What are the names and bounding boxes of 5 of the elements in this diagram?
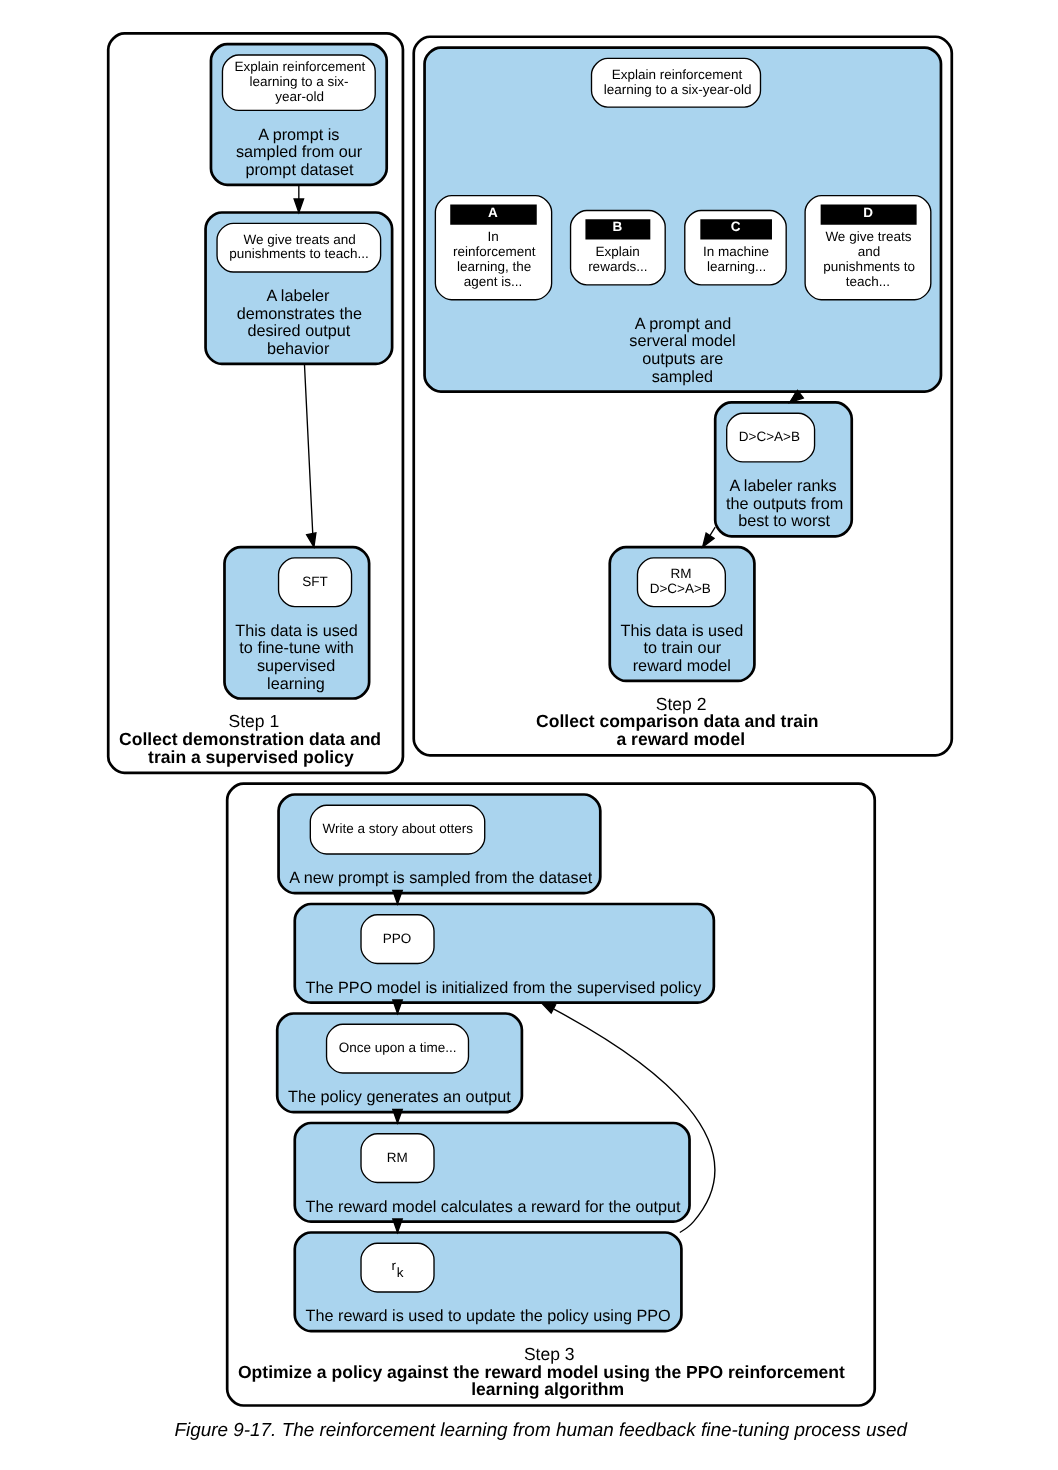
arrow (538, 1001, 715, 1234)
caption: Figure 9-17. The reinforcement learning from human feedback fine-tuning process used (173, 1419, 906, 1442)
arrow (700, 526, 715, 549)
arrow (292, 184, 304, 215)
arrow (302, 363, 316, 550)
